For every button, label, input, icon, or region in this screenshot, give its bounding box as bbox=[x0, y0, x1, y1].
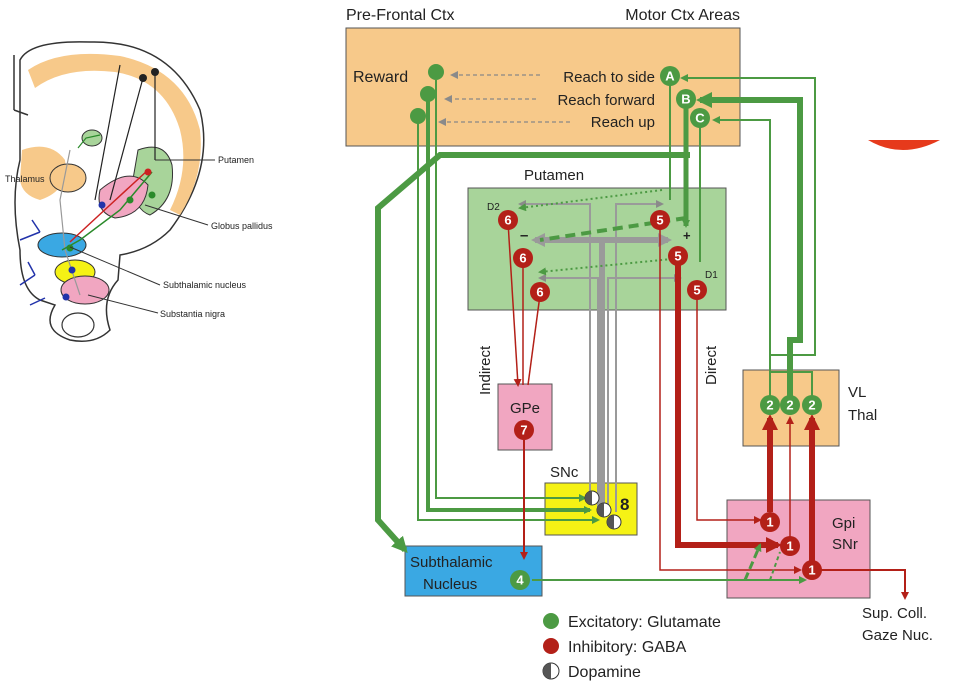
reach-side-label: Reach to side bbox=[563, 69, 655, 86]
svg-text:5: 5 bbox=[656, 213, 663, 228]
reach-up-label: Reach up bbox=[591, 114, 655, 131]
stn-label-1: Subthalamic bbox=[410, 554, 493, 571]
reward-node-1 bbox=[428, 64, 444, 80]
cortex-band bbox=[28, 53, 201, 215]
cortex-putamen-paths bbox=[669, 78, 701, 262]
cortex-stn-path bbox=[375, 152, 690, 553]
legend-excitatory: Excitatory: Glutamate bbox=[568, 614, 721, 631]
direct-label: Direct bbox=[703, 345, 720, 385]
vl-label: VL bbox=[848, 384, 866, 401]
dopamine-node-2 bbox=[596, 502, 612, 518]
node-c bbox=[690, 108, 710, 128]
svg-text:2: 2 bbox=[766, 398, 773, 413]
stn-gpi-paths bbox=[532, 543, 807, 584]
dopamine-node-3 bbox=[606, 514, 622, 530]
dopamine-node-1 bbox=[584, 490, 600, 506]
legend: Excitatory: Glutamate Inhibitory: GABA D… bbox=[542, 613, 721, 681]
prefrontal-title: Pre-Frontal Ctx bbox=[346, 7, 454, 24]
svg-text:5: 5 bbox=[693, 283, 700, 298]
stn-label-2: Nucleus bbox=[423, 576, 477, 593]
node-b-label: B bbox=[681, 92, 690, 107]
thalamus-shape bbox=[49, 163, 87, 193]
cortex-dashed bbox=[438, 71, 570, 126]
svg-text:5: 5 bbox=[674, 249, 681, 264]
legend-excitatory-swatch bbox=[543, 613, 559, 629]
thal-nodes: 2 2 2 bbox=[760, 395, 822, 415]
label-globus-pallidus: Globus pallidus bbox=[211, 221, 273, 231]
svg-text:6: 6 bbox=[536, 285, 543, 300]
reward-snc-paths bbox=[417, 80, 600, 524]
node-b bbox=[676, 89, 696, 109]
gpe-node: 7 bbox=[514, 420, 534, 440]
node-a-label: A bbox=[665, 69, 675, 84]
svg-text:1: 1 bbox=[766, 515, 773, 530]
label-thalamus: Thalamus bbox=[5, 174, 45, 184]
gpi-nodes: 1 1 1 bbox=[760, 512, 822, 580]
gpi-thal-paths bbox=[762, 414, 909, 600]
snc-number: 8 bbox=[620, 495, 629, 514]
cortex-box bbox=[345, 27, 741, 147]
svg-text:7: 7 bbox=[520, 423, 527, 438]
anatomy-sketch: Putamen Globus pallidus Thalamus Subthal… bbox=[5, 41, 273, 342]
subthalamic-shape bbox=[37, 232, 87, 258]
small-green-blob bbox=[81, 129, 103, 147]
node-a bbox=[660, 66, 680, 86]
legend-inhibitory: Inhibitory: GABA bbox=[568, 639, 687, 656]
d2-label: D2 bbox=[487, 202, 500, 213]
legend-inhibitory-swatch bbox=[543, 638, 559, 654]
ventricle-line bbox=[13, 55, 29, 116]
label-substantia-nigra: Substantia nigra bbox=[160, 309, 225, 319]
nigra-pink-shape bbox=[60, 275, 110, 305]
svg-text:2: 2 bbox=[808, 398, 815, 413]
motor-title: Motor Ctx Areas bbox=[625, 7, 740, 24]
minus-sign: – bbox=[520, 227, 528, 244]
label-subthalamic-nucleus: Subthalamic nucleus bbox=[163, 280, 247, 290]
gpe-label: GPe bbox=[510, 400, 540, 417]
svg-text:2: 2 bbox=[786, 398, 793, 413]
cortex-nodes: A B C bbox=[410, 64, 710, 128]
thal-cortex-paths bbox=[680, 74, 816, 398]
indirect-path bbox=[507, 221, 541, 560]
snc-nodes: 8 bbox=[584, 490, 629, 530]
indirect-label: Indirect bbox=[477, 345, 494, 395]
svg-text:1: 1 bbox=[786, 539, 793, 554]
svg-text:4: 4 bbox=[516, 573, 524, 588]
svg-text:6: 6 bbox=[504, 213, 511, 228]
svg-text:6: 6 bbox=[519, 251, 526, 266]
label-putamen: Putamen bbox=[218, 155, 254, 165]
sup-coll-label: Sup. Coll. bbox=[862, 605, 927, 622]
node-c-label: C bbox=[695, 111, 705, 126]
reward-node-2 bbox=[420, 86, 436, 102]
snc-label: SNc bbox=[550, 464, 579, 481]
reward-node-3 bbox=[410, 108, 426, 124]
gpi-label: Gpi bbox=[832, 515, 855, 532]
stn-node: 4 bbox=[510, 570, 530, 590]
dopamine-paths bbox=[518, 200, 682, 512]
direct-path bbox=[659, 222, 802, 574]
thal-label: Thal bbox=[848, 407, 877, 424]
putamen-nodes: 6 6 6 5 5 5 bbox=[498, 210, 707, 302]
putamen-title: Putamen bbox=[524, 167, 584, 184]
legend-dopamine-swatch bbox=[542, 662, 560, 680]
snr-label: SNr bbox=[832, 536, 858, 553]
svg-text:1: 1 bbox=[808, 563, 815, 578]
gaze-nuc-label: Gaze Nuc. bbox=[862, 627, 933, 644]
reach-forward-label: Reach forward bbox=[557, 92, 655, 109]
reward-label: Reward bbox=[353, 69, 408, 86]
plus-sign: + bbox=[683, 228, 691, 243]
red-marker bbox=[868, 140, 940, 150]
legend-dopamine: Dopamine bbox=[568, 664, 641, 681]
d1-label: D1 bbox=[705, 270, 718, 281]
